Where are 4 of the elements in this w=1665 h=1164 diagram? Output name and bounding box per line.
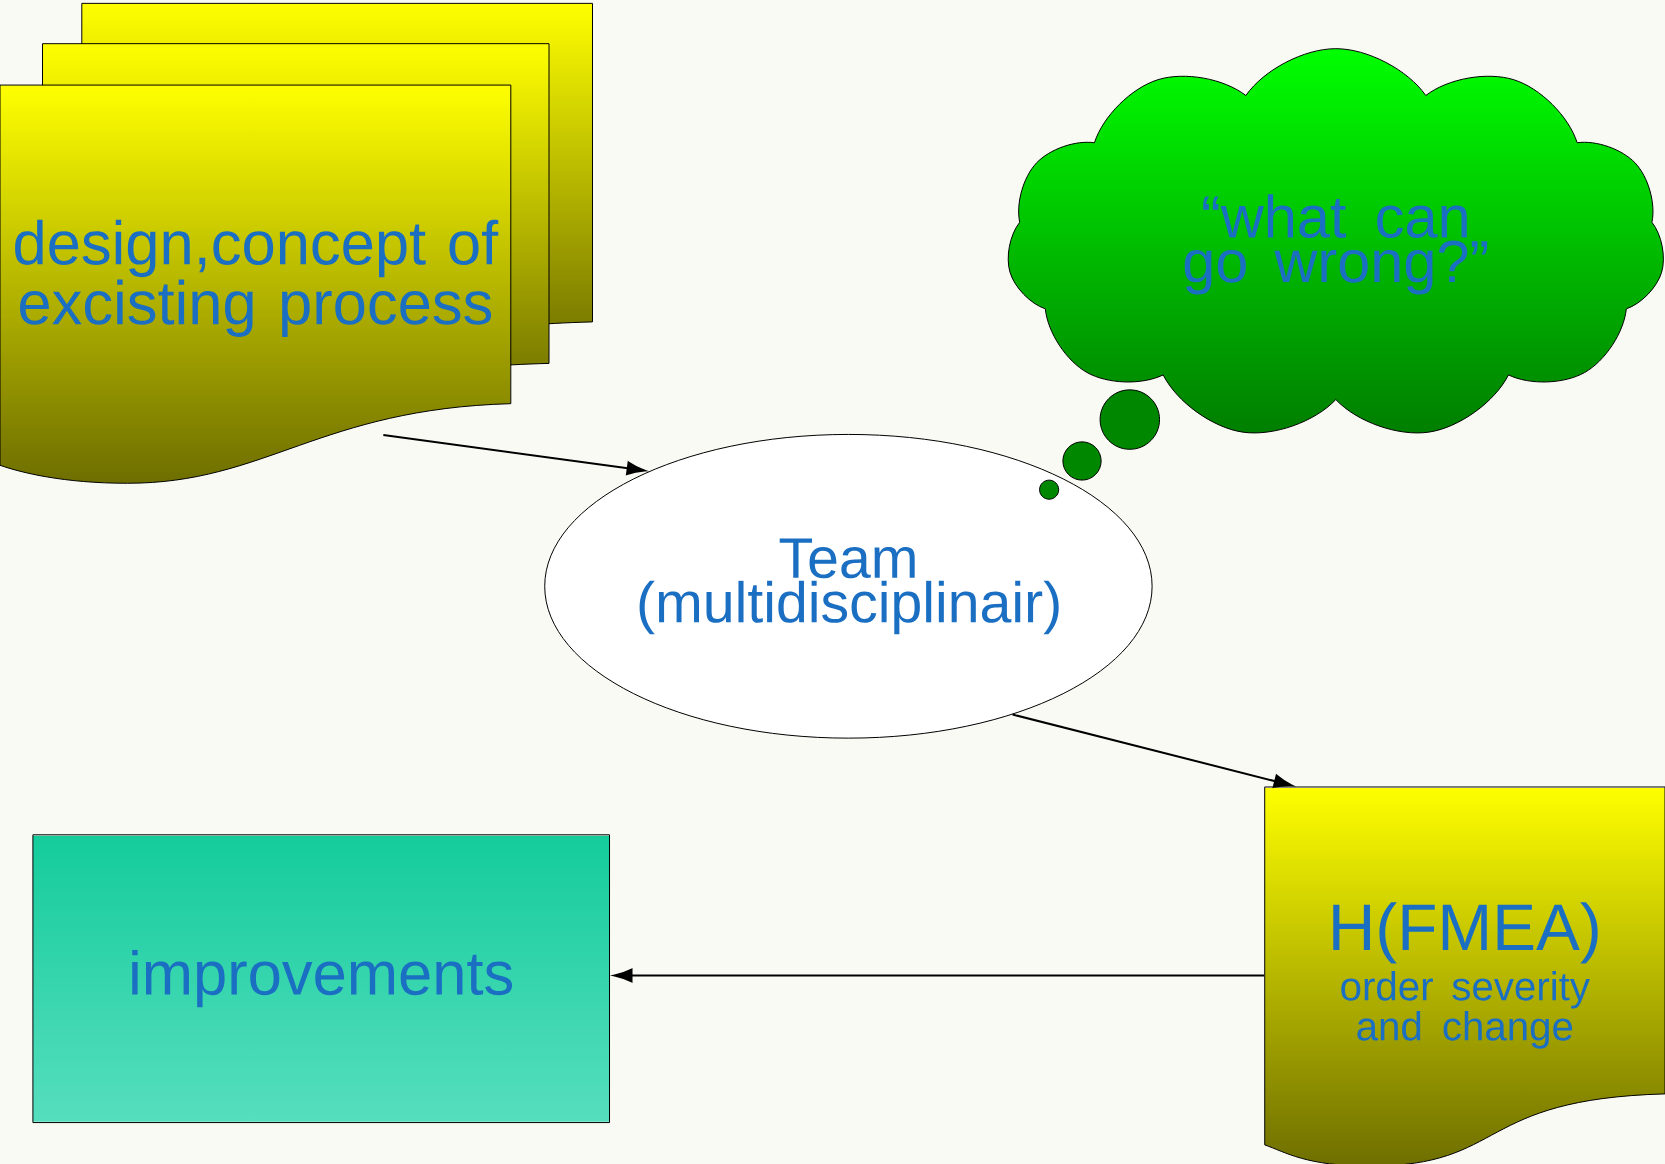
improvement-box: improvements xyxy=(32,834,610,1124)
arrow xyxy=(382,433,646,476)
arrow xyxy=(1011,713,1293,788)
document-stack: design,concept of excisting process xyxy=(0,2,593,484)
